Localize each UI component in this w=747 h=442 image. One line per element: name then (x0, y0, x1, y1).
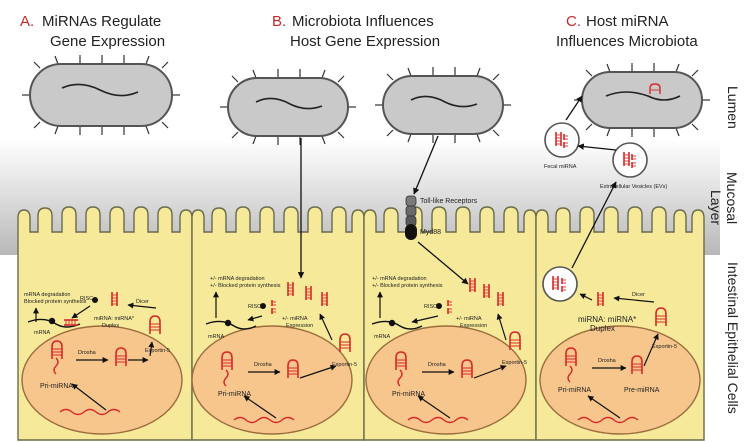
b1-pri-mirna: Pri-miRNA (218, 391, 251, 398)
b2-mrna-degradation: +/- mRNA degradation (372, 276, 427, 282)
panel-a-pathway: mRNA degradation Blocked protein synthes… (24, 291, 170, 416)
side-label-lumen: Lumen (725, 86, 741, 129)
a-risc: RISC (80, 296, 93, 302)
side-label-layer: Layer (708, 190, 724, 225)
cell-c (535, 206, 705, 441)
a-mrna: mRNA (34, 330, 51, 336)
side-label-mucosal: Mucosal (724, 172, 740, 224)
side-label-intestinal: Intestinal Epithelial Cells (725, 262, 741, 414)
b1-blocked-protein: +/- Blocked protein synthesis (210, 283, 281, 289)
a-duplex-line2: Duplex (102, 323, 119, 329)
panel-b-title: B. Microbiota Influences Host Gene Expre… (272, 13, 440, 50)
panel-b1-pathway: +/- mRNA degradation +/- Blocked protein… (205, 138, 357, 424)
cell-b2 (363, 206, 537, 441)
extracellular-vesicle (612, 142, 648, 178)
panel-b-letter: B. (272, 13, 286, 30)
b1-pm-mirna: +/- miRNA (282, 316, 308, 322)
c-fecal-mirna-label: Fecal miRNA (544, 164, 577, 170)
c-exportin: Exportin-5 (652, 344, 677, 350)
a-mrna-degradation: mRNA degradation (24, 292, 70, 298)
b2-tlr-label: Toll-like Receptors (420, 198, 478, 205)
b1-expression: Expression (286, 323, 313, 329)
panel-b2-pathway: Toll-like Receptors Myd88 +/- mRNA degra… (371, 135, 527, 424)
panel-c-letter: C. (566, 13, 581, 30)
toll-like-receptor-icon (405, 195, 417, 240)
c-cell-vesicle (542, 266, 578, 302)
panel-c-title: C. Host miRNA Influences Microbiota (556, 13, 698, 50)
a-dicer: Dicer (136, 299, 149, 305)
b1-exportin: Exportin-5 (332, 362, 357, 368)
bacterium-b1 (220, 69, 356, 145)
panel-a-title: A. MiRNAs Regulate Gene Expression (20, 13, 165, 50)
panel-a-letter: A. (20, 13, 34, 30)
panel-c-pathway: Fecal miRNA Extracellular Vesicles (EVs)… (542, 95, 677, 424)
bacterium-a (22, 55, 180, 135)
panel-c-title-line2: Influences Microbiota (556, 33, 698, 50)
bacterium-c (574, 63, 710, 137)
b2-risc: RISC (424, 304, 437, 310)
b2-myd88-label: Myd88 (420, 229, 441, 236)
panel-b-title-line1: Microbiota Influences (292, 13, 434, 30)
a-duplex-line1: miRNA: miRNA* (94, 316, 135, 322)
panel-c-title-line1: Host miRNA (586, 13, 669, 30)
b2-mrna: mRNA (374, 334, 391, 340)
b2-pri-mirna: Pri-miRNA (392, 391, 425, 398)
a-drosha: Drosha (78, 350, 97, 356)
panel-a-title-line1: MiRNAs Regulate (42, 13, 161, 30)
c-pri-mirna: Pri-miRNA (558, 387, 591, 394)
b1-risc: RISC (248, 304, 261, 310)
bacterium-b2 (375, 67, 511, 143)
b2-expression: Expression (460, 323, 487, 329)
c-duplex-line2: Duplex (590, 324, 615, 333)
b2-blocked-protein: +/- Blocked protein synthesis (372, 283, 443, 289)
c-ev-label: Extracellular Vesicles (EVs) (600, 184, 667, 190)
b1-mrna-degradation: +/- mRNA degradation (210, 276, 265, 282)
b1-drosha: Drosha (254, 362, 273, 368)
a-blocked-protein: Blocked protein synthesis (24, 299, 87, 305)
a-exportin: Exportin-5 (145, 348, 170, 354)
a-pri-mirna: Pri-miRNA (40, 383, 73, 390)
b2-exportin: Exportin-5 (502, 360, 527, 366)
c-dicer: Dicer (632, 292, 645, 298)
c-drosha: Drosha (598, 358, 617, 364)
b1-mrna: mRNA (208, 334, 225, 340)
b2-drosha: Drosha (428, 362, 447, 368)
c-pre-mirna: Pre-miRNA (624, 387, 660, 394)
c-duplex-line1: miRNA: miRNA* (578, 315, 636, 324)
fecal-mirna-vesicle (544, 122, 580, 158)
panel-a-title-line2: Gene Expression (50, 33, 165, 50)
panel-b-title-line2: Host Gene Expression (290, 33, 440, 50)
b2-pm-mirna: +/- miRNA (456, 316, 482, 322)
cell-b1 (191, 206, 365, 441)
